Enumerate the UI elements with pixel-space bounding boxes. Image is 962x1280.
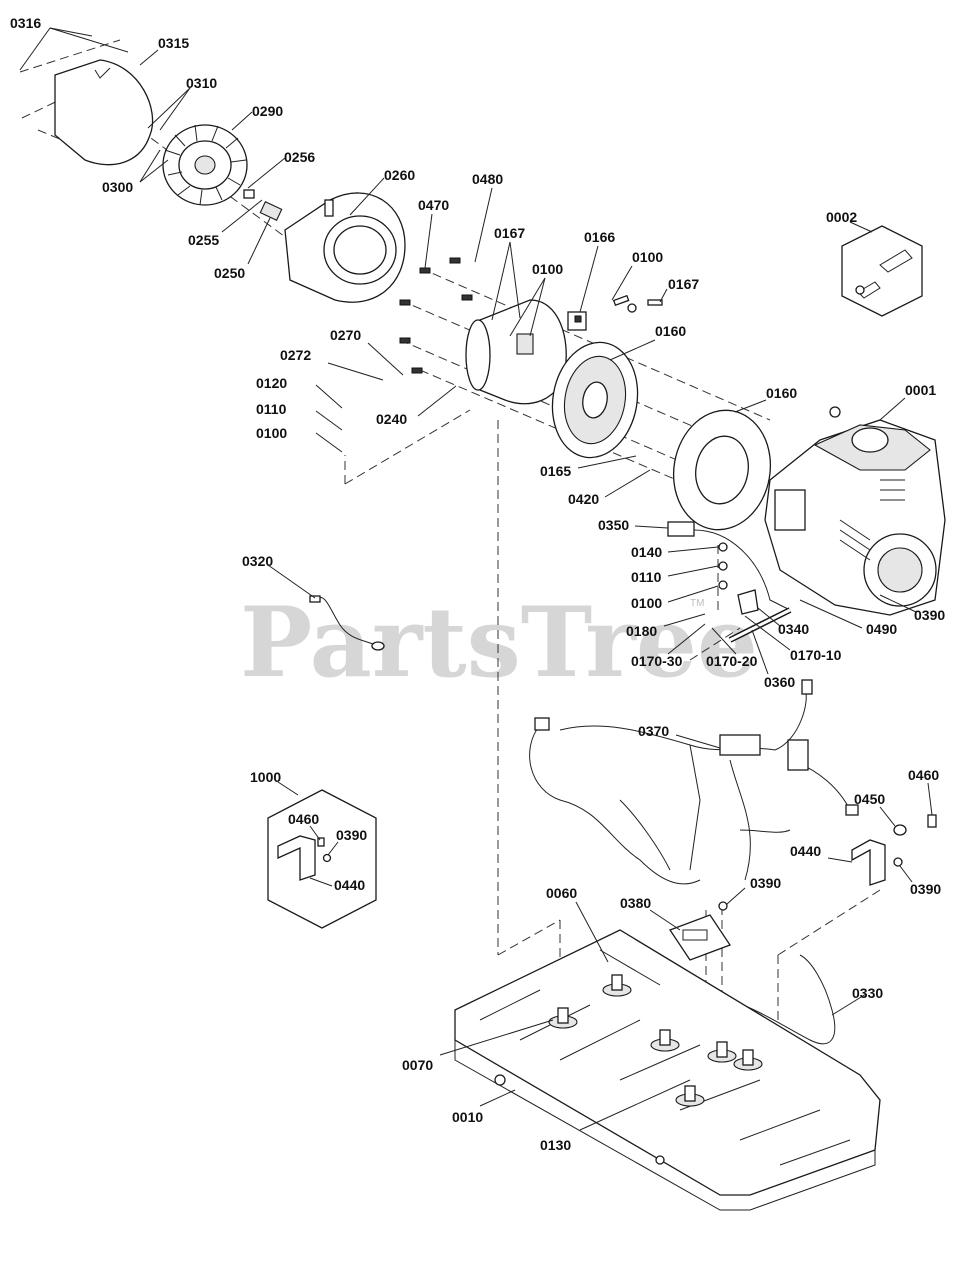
watermark-trademark: TM (690, 598, 704, 609)
callout-0370: 0370 (638, 723, 669, 739)
callout-kit-0460: 0460 (288, 811, 319, 827)
connector-0350 (667, 521, 791, 611)
callout-0316: 0316 (10, 15, 41, 31)
bracket-0166 (567, 311, 587, 331)
callout-0240: 0240 (376, 411, 407, 427)
callout-0480: 0480 (472, 171, 503, 187)
fan-housing-0260 (284, 192, 406, 303)
callout-kit-0390: 0390 (336, 827, 367, 843)
callout-0002: 0002 (826, 209, 857, 225)
screws-0100-0167 (612, 294, 663, 313)
callout-0380: 0380 (620, 895, 651, 911)
callout-0330: 0330 (852, 985, 883, 1001)
callout-0270: 0270 (330, 327, 361, 343)
flywheel-fan-0290 (162, 124, 248, 206)
callout-0300: 0300 (102, 179, 133, 195)
callout-1000: 1000 (250, 769, 281, 785)
callout-0120: 0120 (256, 375, 287, 391)
callout-0460: 0460 (908, 767, 939, 783)
rotor-ring-0160 (551, 341, 639, 459)
callout-0110-right: 0110 (631, 569, 662, 585)
callout-0010: 0010 (452, 1109, 483, 1125)
callout-0340: 0340 (778, 621, 809, 637)
callout-0255: 0255 (188, 232, 219, 248)
callout-kit-0440: 0440 (334, 877, 365, 893)
callout-0100-left: 0100 (256, 425, 287, 441)
callout-0170-20: 0170-20 (706, 653, 758, 669)
callout-0260: 0260 (384, 167, 415, 183)
watermark-text: PartsTree (240, 586, 758, 699)
wire-0320 (309, 595, 385, 651)
callout-0310: 0310 (186, 75, 217, 91)
callout-0390-harness: 0390 (750, 875, 781, 891)
shaft-0250 (243, 189, 283, 221)
leader-lines (19, 27, 933, 1131)
callout-0167-right: 0167 (668, 276, 699, 292)
bracket-0440 (851, 839, 886, 886)
callout-0440: 0440 (790, 843, 821, 859)
callout-0070: 0070 (402, 1057, 433, 1073)
callout-0350: 0350 (598, 517, 629, 533)
washers-0140-0110-0100 (718, 542, 728, 590)
callout-0470: 0470 (418, 197, 449, 213)
callout-0130: 0130 (540, 1137, 571, 1153)
callout-0140: 0140 (631, 544, 662, 560)
callout-0390-bracket: 0390 (910, 881, 941, 897)
callout-0180: 0180 (626, 623, 657, 639)
callout-0060: 0060 (546, 885, 577, 901)
callout-0272: 0272 (280, 347, 311, 363)
callout-0170-30: 0170-30 (631, 653, 683, 669)
callout-0290: 0290 (252, 103, 283, 119)
engine-0001 (764, 406, 946, 616)
connector-0450 (893, 824, 907, 836)
kit-hexagon-1000 (267, 789, 377, 929)
callout-0100-right: 0100 (631, 595, 662, 611)
screw-0390-right (893, 857, 903, 867)
callout-0100-upper-right: 0100 (632, 249, 663, 265)
callout-0250: 0250 (214, 265, 245, 281)
callout-0167-left: 0167 (494, 225, 525, 241)
callout-0490: 0490 (866, 621, 897, 637)
callout-0390-engine: 0390 (914, 607, 945, 623)
callout-0165: 0165 (540, 463, 571, 479)
callout-0160-plate: 0160 (766, 385, 797, 401)
blower-cover-0315 (54, 59, 154, 166)
vibration-mounts (548, 974, 763, 1107)
callout-0170-10: 0170-10 (790, 647, 842, 663)
plate-0380 (669, 914, 731, 961)
callout-0001: 0001 (905, 382, 936, 398)
callout-0450: 0450 (854, 791, 885, 807)
callout-0360: 0360 (764, 674, 795, 690)
callout-0160-ring: 0160 (655, 323, 686, 339)
bracket-0340 (737, 589, 759, 615)
wiring-harness-0370 (529, 679, 859, 885)
kit-hexagon-0002 (841, 225, 923, 317)
tab-0460 (927, 814, 937, 828)
callout-0110-left: 0110 (256, 401, 287, 417)
callout-0166: 0166 (584, 229, 615, 245)
stator-housing (465, 299, 567, 405)
callout-0320: 0320 (242, 553, 273, 569)
callout-0315: 0315 (158, 35, 189, 51)
adapter-plate-0160 (672, 409, 772, 531)
callout-labels: 0316 0315 0310 0290 0256 0300 0255 0260 … (10, 15, 945, 1153)
callout-0256: 0256 (284, 149, 315, 165)
callout-0100-upper-left: 0100 (532, 261, 563, 277)
assembly-guide-lines (19, 39, 881, 1090)
callout-0420: 0420 (568, 491, 599, 507)
rod-0360 (728, 607, 792, 643)
screw-0390-harness (718, 901, 728, 911)
